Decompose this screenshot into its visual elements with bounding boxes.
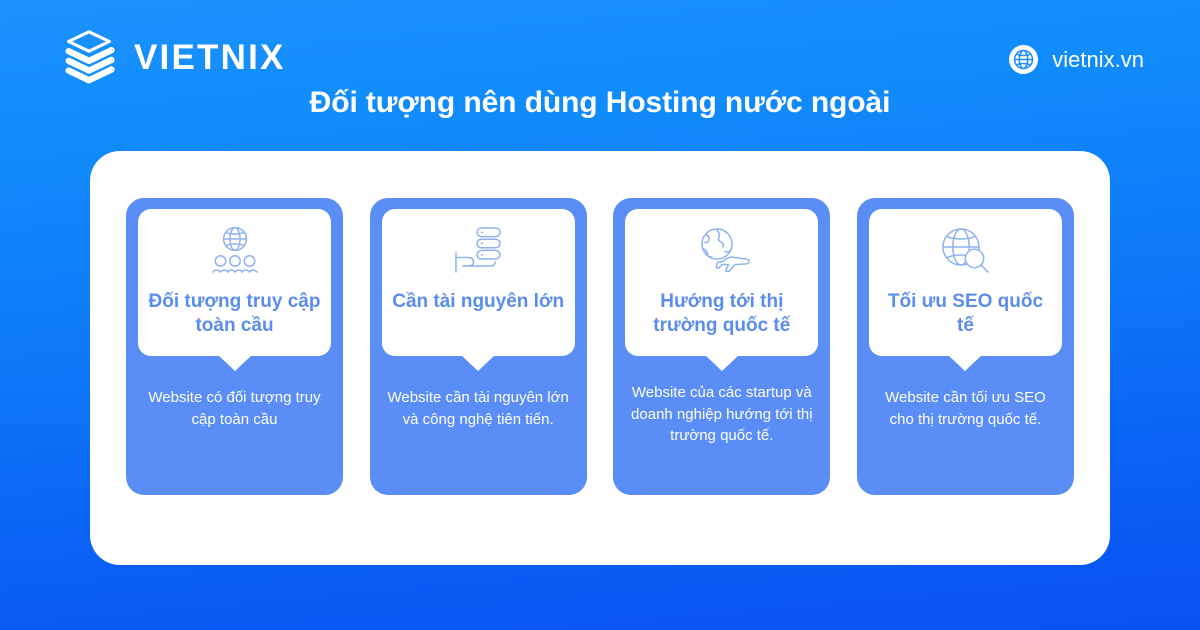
card-body: Website của các startup và doanh nghiệp … <box>631 383 813 445</box>
card-bubble: Cần tài nguyên lớn <box>381 209 575 356</box>
feature-card-global-audience[interactable]: Đối tượng truy cập toàn cầu Website có đ… <box>126 198 343 495</box>
card-title: Hướng tới thị trường quốc tế <box>653 291 791 336</box>
card-bubble: Tối ưu SEO quốc tế <box>868 209 1062 356</box>
globe-with-magnifier-icon <box>933 225 997 277</box>
globe-with-people-icon <box>203 225 267 277</box>
brand-name: VIETNIX <box>134 37 286 77</box>
page-title: Đối tượng nên dùng Hosting nước ngoài <box>309 86 891 119</box>
card-body: Website có đối tượng truy cập toàn cầu <box>148 388 321 428</box>
brand-logo: VIETNIX <box>58 26 286 88</box>
card-body: Website cần tối ưu SEO cho thị trường qu… <box>885 388 1046 428</box>
card-bubble: Đối tượng truy cập toàn cầu <box>138 209 331 356</box>
feature-card-international-market[interactable]: Hướng tới thị trường quốc tế Website của… <box>613 198 831 495</box>
hand-holding-server-icon <box>446 225 510 277</box>
card-bubble: Hướng tới thị trường quốc tế <box>625 209 819 356</box>
site-badge[interactable]: vietnix.vn <box>1008 44 1144 75</box>
card-title: Đối tượng truy cập toàn cầu <box>148 291 321 336</box>
feature-card-seo-optimization[interactable]: Tối ưu SEO quốc tế Website cần tối ưu SE… <box>856 198 1074 495</box>
stacked-server-logo-icon <box>58 26 120 88</box>
card-body: Website cần tài nguyên lớn và công nghệ … <box>387 388 569 428</box>
card-title: Cần tài nguyên lớn <box>392 291 565 312</box>
globe-with-airplane-icon <box>690 225 754 277</box>
feature-card-large-resources[interactable]: Cần tài nguyên lớn Website cần tài nguyê… <box>369 198 587 495</box>
globe-icon <box>1008 44 1039 75</box>
card-title: Tối ưu SEO quốc tế <box>887 291 1044 336</box>
card-row: Đối tượng truy cập toàn cầu Website có đ… <box>126 198 1074 495</box>
site-badge-label: vietnix.vn <box>1052 46 1144 72</box>
